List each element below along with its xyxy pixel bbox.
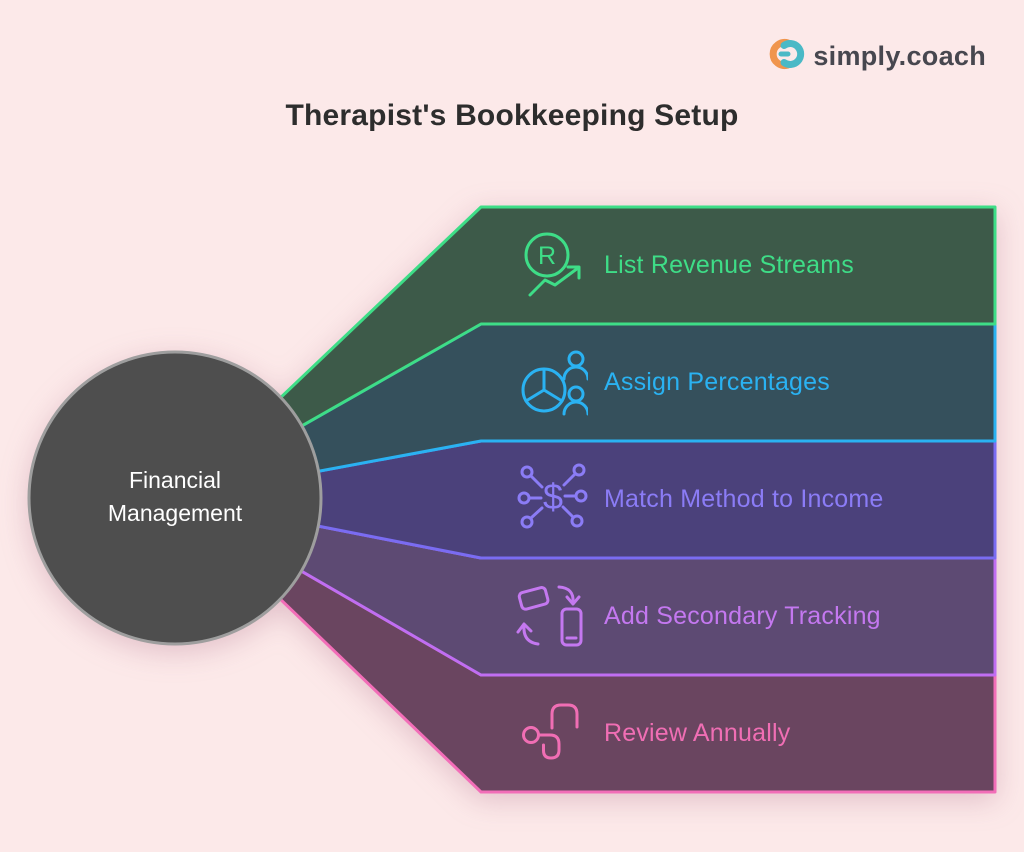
step-match-method-to-income: $ Match Method to Income: [516, 463, 884, 535]
svg-text:$: $: [543, 476, 563, 517]
step-list-revenue-streams: R List Revenue Streams: [516, 229, 854, 301]
review-arrows-icon: [516, 697, 588, 769]
brand-logo-text: simply.coach: [813, 41, 986, 71]
center-node-label: Financial Management: [107, 467, 243, 527]
step-label: Review Annually: [604, 718, 791, 747]
revenue-trend-icon: R: [516, 229, 588, 301]
logo-teal-arc: [780, 40, 805, 68]
brand-logo: simply.coach: [763, 33, 986, 80]
page-title: Therapist's Bookkeeping Setup: [285, 99, 739, 132]
center-circle: [27, 350, 323, 646]
dollar-network-icon: $: [516, 463, 588, 535]
step-label: Assign Percentages: [604, 367, 830, 396]
step-add-secondary-tracking: Add Secondary Tracking: [516, 580, 881, 652]
pie-chart-people-icon: [516, 346, 588, 418]
step-label: Match Method to Income: [604, 484, 884, 513]
band-list-revenue-streams: [173, 205, 997, 500]
step-review-annually: Review Annually: [516, 697, 790, 769]
simply-coach-mark-icon: [763, 33, 805, 80]
step-label: List Revenue Streams: [604, 250, 854, 279]
step-label: Add Secondary Tracking: [604, 601, 881, 630]
device-sync-icon: [516, 580, 588, 652]
step-assign-percentages: Assign Percentages: [516, 346, 830, 418]
svg-text:R: R: [538, 242, 556, 270]
